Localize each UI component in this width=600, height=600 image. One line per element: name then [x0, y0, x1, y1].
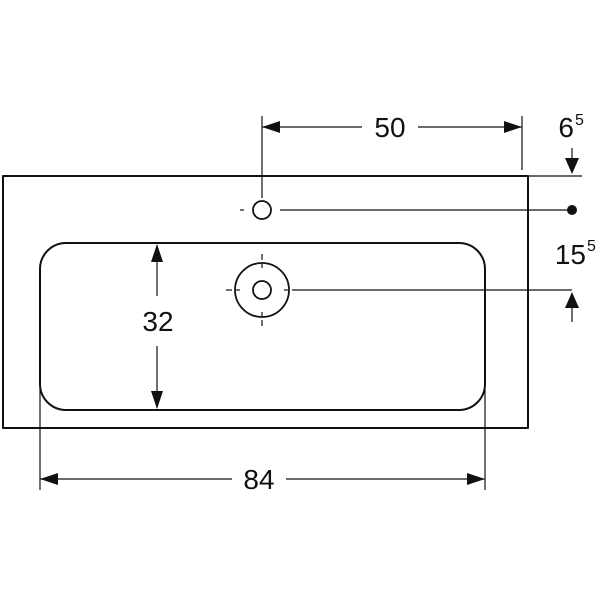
tap-reference-point [567, 205, 577, 215]
arrowhead [40, 473, 58, 485]
dim-label-offset-top-sup: 5 [575, 112, 584, 129]
dim-label-offset-side-sup: 5 [587, 238, 596, 255]
arrowhead [467, 473, 485, 485]
bowl-outline [39, 242, 486, 411]
arrowhead [151, 244, 163, 262]
dim-label-bowl-depth: 32 [142, 306, 173, 337]
drain-inner [252, 280, 272, 300]
dim-label-offset-top: 6 [558, 112, 574, 143]
dim-label-width-top: 50 [374, 112, 405, 143]
arrowhead [504, 121, 522, 133]
basin-outline [2, 175, 529, 429]
drain-outer [234, 262, 290, 318]
tap-hole [252, 200, 272, 220]
dim-label-bowl-width: 84 [243, 464, 274, 495]
arrowhead [565, 158, 579, 174]
arrowhead [565, 292, 579, 308]
arrowhead [151, 391, 163, 409]
arrowhead [262, 121, 280, 133]
dim-label-offset-side: 15 [555, 239, 586, 270]
